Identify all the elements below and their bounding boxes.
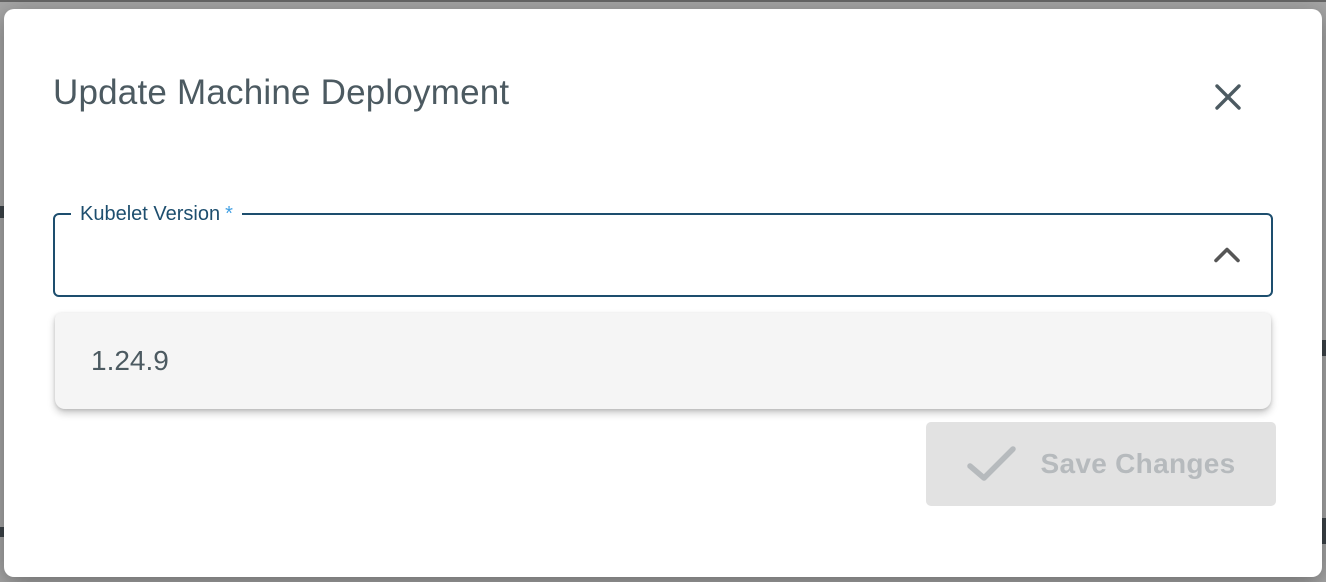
save-changes-label: Save Changes [1040,448,1236,479]
kubelet-version-options-panel: 1.24.9 [55,313,1271,409]
required-asterisk: * [225,203,233,225]
backdrop-top-edge [0,0,1326,2]
update-machine-deployment-dialog: Update Machine Deployment Kubelet Versio… [4,9,1322,577]
save-changes-button[interactable]: Save Changes [926,422,1276,506]
backdrop-artifact [0,206,4,218]
kubelet-version-label-text: Kubelet Version [80,203,221,225]
backdrop-artifact [1322,340,1326,356]
backdrop-artifact [1322,518,1326,544]
chevron-up-icon [1213,247,1241,264]
kubelet-version-option[interactable]: 1.24.9 [91,345,169,376]
dialog-title: Update Machine Deployment [53,73,510,112]
kubelet-version-select[interactable]: Kubelet Version* [53,201,1273,297]
kubelet-version-label: Kubelet Version* [71,201,242,227]
check-icon [967,446,1017,481]
backdrop-artifact [0,527,4,537]
close-button[interactable] [1204,73,1252,121]
close-icon [1215,84,1241,110]
